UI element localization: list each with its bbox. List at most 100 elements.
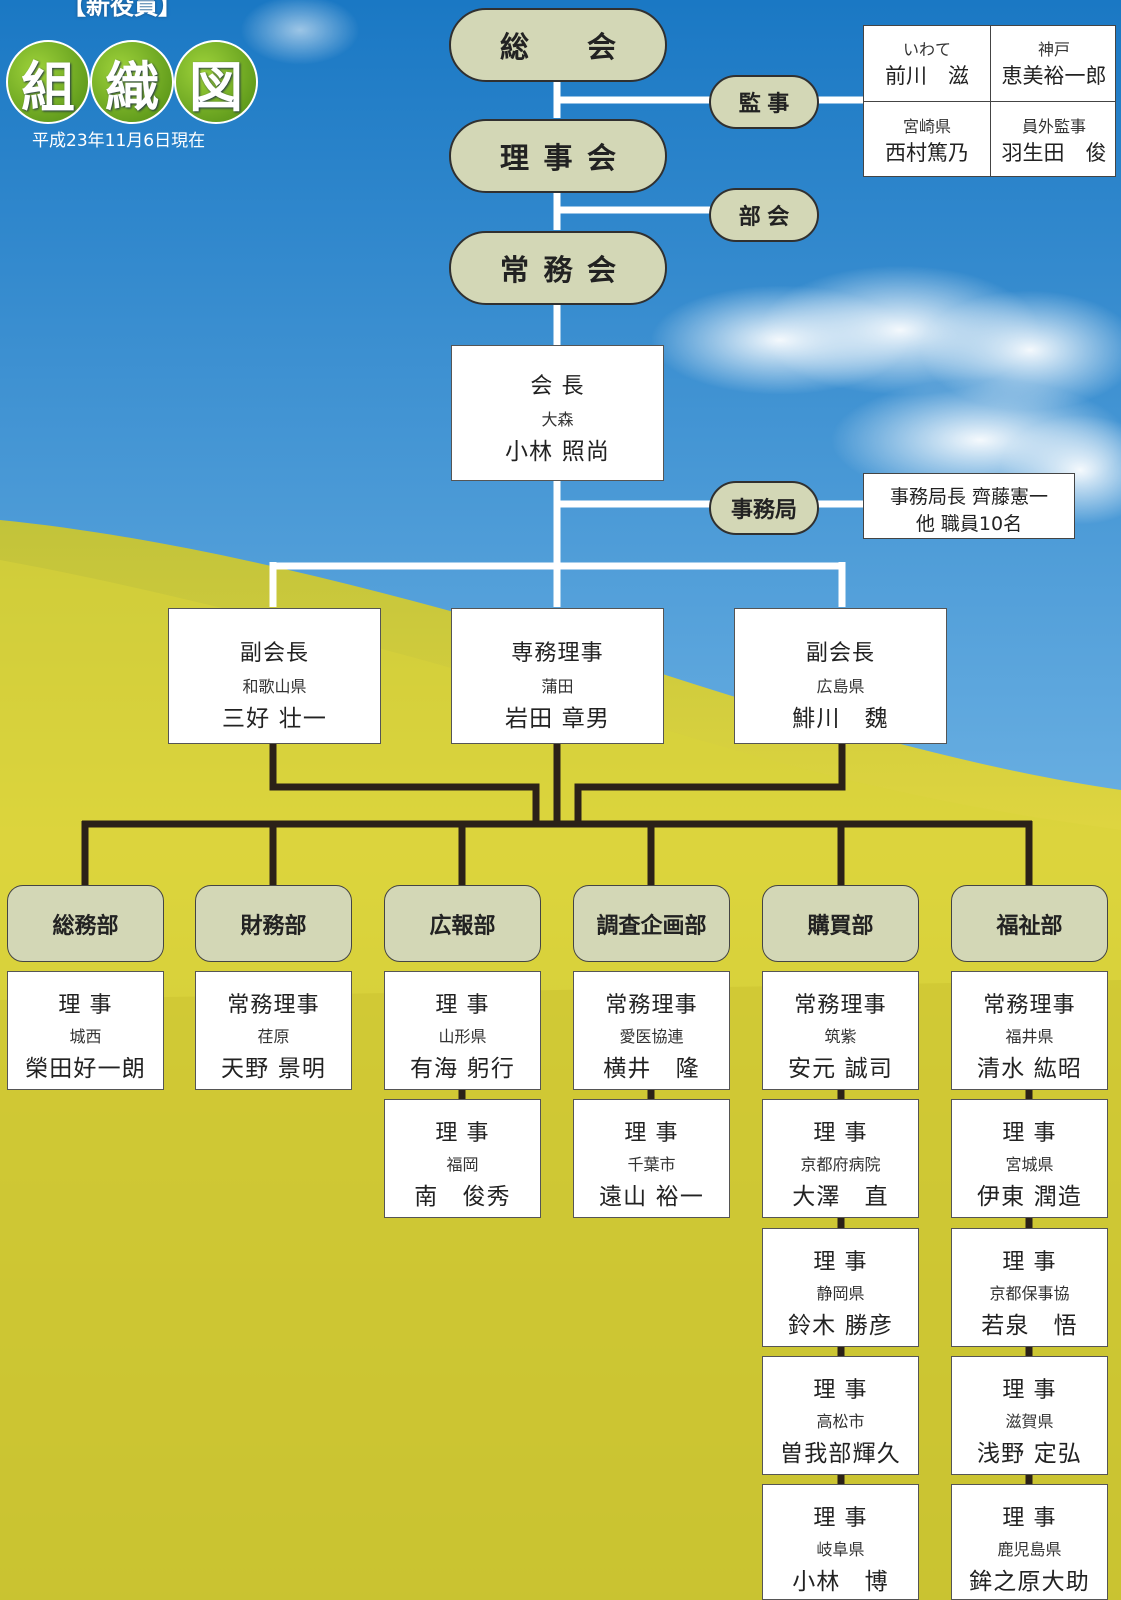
person-name: 天野 景明 (220, 1056, 327, 1082)
role-label: 常務理事 (794, 993, 887, 1018)
dept-welfare: 福祉部 (951, 885, 1108, 962)
title-char: 織 (105, 54, 159, 119)
secretariat-staff: 他 職員10名 (915, 513, 1023, 535)
person-name: 浅野 定弘 (976, 1441, 1083, 1467)
member-box: 理 事 城西 榮田好一朗 (7, 971, 164, 1090)
person-name: 鉾之原大助 (969, 1569, 1090, 1595)
role-label: 常務理事 (227, 993, 320, 1018)
auditor-cell: いわて 前川 滋 (864, 36, 990, 90)
member-box: 理 事 静岡県 鈴木 勝彦 (762, 1228, 919, 1347)
as-of-date: 平成23年11月6日現在 (32, 131, 206, 151)
person-name: 鯡川 魏 (792, 706, 889, 732)
person-name: 南 俊秀 (414, 1184, 511, 1210)
auditor-name: 恵美裕一郎 (1001, 64, 1107, 88)
auditor-node: 監事 (709, 75, 819, 129)
role-label: 理 事 (1002, 1378, 1057, 1403)
auditor-cell: 宮崎県 西村篤乃 (864, 113, 990, 167)
affiliation-label: 広島県 (816, 677, 865, 696)
affiliation-label: 大森 (541, 410, 574, 429)
member-box: 理 事 高松市 曽我部輝久 (762, 1356, 919, 1475)
role-label: 理 事 (1002, 1250, 1057, 1275)
title-char: 組 (21, 54, 75, 119)
auditor-cell: 神戸 恵美裕一郎 (991, 36, 1117, 90)
affiliation-label: 荏原 (257, 1027, 290, 1046)
member-box: 理 事 鹿児島県 鉾之原大助 (951, 1484, 1108, 1600)
role-label: 理 事 (813, 1250, 868, 1275)
affiliation-label: 滋賀県 (1005, 1412, 1054, 1431)
member-box: 常務理事 筑紫 安元 誠司 (762, 971, 919, 1090)
dept-finance: 財務部 (195, 885, 352, 962)
person-name: 横井 隆 (603, 1056, 700, 1082)
affiliation-label: 山形県 (438, 1027, 487, 1046)
member-box: 常務理事 荏原 天野 景明 (195, 971, 352, 1090)
person-name: 安元 誠司 (787, 1056, 894, 1082)
title-organization-chart: 組 織 図 (6, 40, 258, 130)
person-name: 清水 紘昭 (976, 1056, 1083, 1082)
vice-president-box: 副会長 広島県 鯡川 魏 (734, 608, 947, 744)
person-name: 小林 照尚 (504, 439, 611, 465)
auditor-affiliation: いわて (902, 40, 951, 59)
role-label: 副会長 (805, 641, 876, 666)
secretariat-node: 事務局 (709, 481, 819, 535)
dept-research-planning: 調査企画部 (573, 885, 730, 962)
auditors-table: いわて 前川 滋 神戸 恵美裕一郎 宮崎県 西村篤乃 員外監事 羽生田 俊 (863, 25, 1116, 177)
dept-public-relations: 広報部 (384, 885, 541, 962)
title-char-circle: 織 (90, 40, 174, 124)
member-box: 理 事 宮城県 伊東 潤造 (951, 1099, 1108, 1218)
affiliation-label: 千葉市 (627, 1155, 676, 1174)
person-name: 榮田好一朗 (25, 1056, 146, 1082)
president-box: 会 長 大森 小林 照尚 (451, 345, 664, 481)
role-label: 会 長 (530, 374, 585, 399)
managing-director-box: 専務理事 蒲田 岩田 章男 (451, 608, 664, 744)
affiliation-label: 福井県 (1005, 1027, 1054, 1046)
general-meeting-node: 総 会 (449, 8, 667, 82)
person-name: 小林 博 (792, 1569, 889, 1595)
member-box: 理 事 滋賀県 浅野 定弘 (951, 1356, 1108, 1475)
title-char-circle: 組 (6, 40, 90, 124)
affiliation-label: 城西 (69, 1027, 102, 1046)
person-name: 曽我部輝久 (780, 1441, 901, 1467)
person-name: 鈴木 勝彦 (787, 1313, 894, 1339)
title-char: 図 (189, 54, 243, 119)
person-name: 有海 躬行 (409, 1056, 516, 1082)
role-label: 理 事 (813, 1378, 868, 1403)
executive-node: 常務会 (449, 231, 667, 305)
secretariat-info: 事務局長 齊藤憲一 他 職員10名 (863, 473, 1075, 539)
vice-president-box: 副会長 和歌山県 三好 壮一 (168, 608, 381, 744)
auditor-affiliation: 宮崎県 (902, 117, 951, 136)
dept-purchasing: 購買部 (762, 885, 919, 962)
dept-general-affairs: 総務部 (7, 885, 164, 962)
role-label: 理 事 (1002, 1506, 1057, 1531)
member-box: 理 事 京都府病院 大澤 直 (762, 1099, 919, 1218)
role-label: 理 事 (1002, 1121, 1057, 1146)
affiliation-label: 静岡県 (816, 1284, 865, 1303)
person-name: 大澤 直 (792, 1184, 889, 1210)
auditor-name: 前川 滋 (885, 64, 969, 88)
person-name: 岩田 章男 (504, 706, 611, 732)
role-label: 副会長 (239, 641, 310, 666)
affiliation-label: 鹿児島県 (997, 1540, 1062, 1559)
board-node: 理事会 (449, 119, 667, 193)
new-officers-label: 【新役員】 (62, 0, 182, 20)
affiliation-label: 京都府病院 (800, 1155, 881, 1174)
person-name: 遠山 裕一 (598, 1184, 705, 1210)
role-label: 理 事 (58, 993, 113, 1018)
clouds (240, 0, 1121, 525)
member-box: 理 事 岐阜県 小林 博 (762, 1484, 919, 1600)
member-box: 常務理事 愛医協連 横井 隆 (573, 971, 730, 1090)
divider (864, 101, 1115, 102)
role-label: 理 事 (813, 1121, 868, 1146)
role-label: 専務理事 (511, 641, 604, 666)
person-name: 若泉 悟 (981, 1313, 1078, 1339)
auditor-affiliation: 神戸 (1037, 40, 1070, 59)
affiliation-label: 岐阜県 (816, 1540, 865, 1559)
person-name: 三好 壮一 (221, 706, 328, 732)
secretariat-chief: 事務局長 齊藤憲一 (889, 486, 1049, 508)
person-name: 伊東 潤造 (976, 1184, 1083, 1210)
affiliation-label: 筑紫 (824, 1027, 857, 1046)
affiliation-label: 高松市 (816, 1412, 865, 1431)
affiliation-label: 愛医協連 (619, 1027, 684, 1046)
subcommittee-node: 部会 (709, 188, 819, 242)
affiliation-label: 宮城県 (1005, 1155, 1054, 1174)
affiliation-label: 蒲田 (541, 677, 574, 696)
